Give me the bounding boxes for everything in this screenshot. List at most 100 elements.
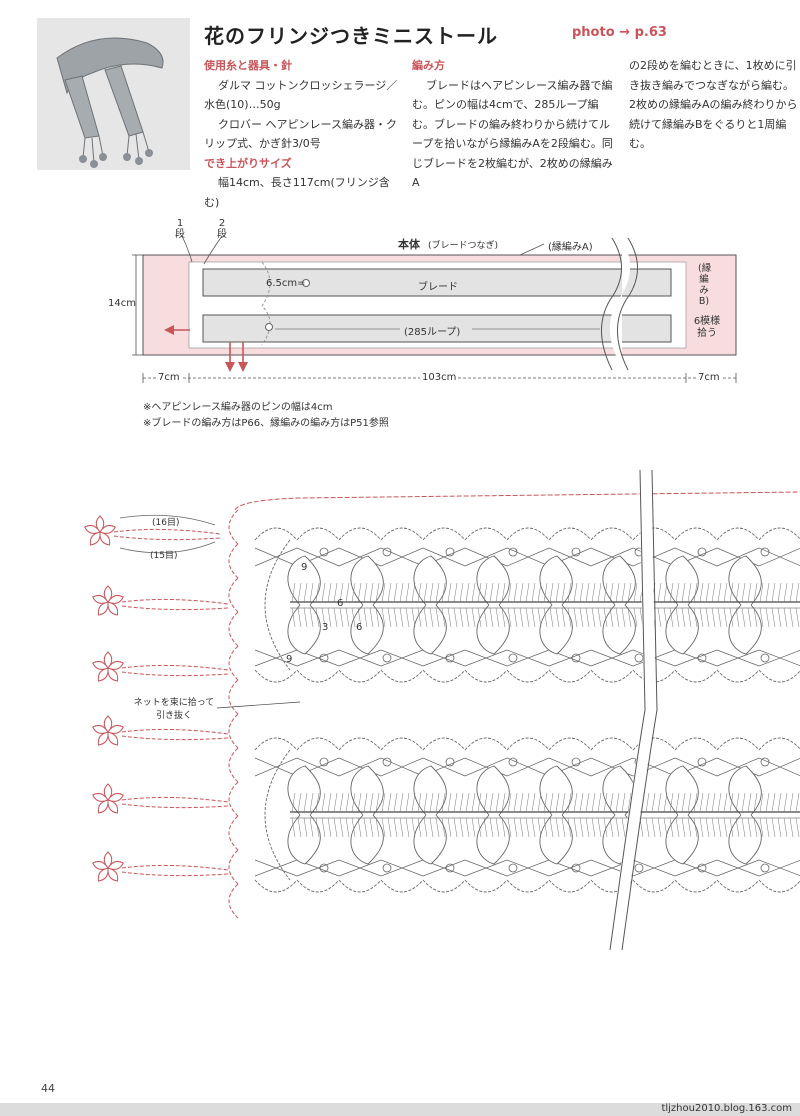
hatch-mark bbox=[309, 607, 314, 628]
net-cross bbox=[506, 547, 550, 567]
net-arc bbox=[338, 527, 382, 541]
stitch-knot bbox=[571, 653, 581, 663]
scarf-photo bbox=[37, 18, 190, 170]
fringe-chain bbox=[121, 728, 229, 735]
hatch-mark bbox=[711, 582, 716, 603]
hatch-mark bbox=[753, 817, 758, 838]
braid-loop-upper bbox=[287, 555, 321, 606]
hatch-mark bbox=[525, 817, 530, 838]
hatch-mark bbox=[495, 817, 500, 838]
net-arc bbox=[506, 737, 550, 751]
hatch-mark bbox=[549, 582, 554, 603]
hatch-mark bbox=[765, 607, 770, 628]
net-arc bbox=[716, 527, 760, 541]
hatch-mark bbox=[513, 792, 518, 813]
hatch-mark bbox=[303, 817, 308, 838]
hatch-mark bbox=[501, 817, 506, 838]
hatch-mark bbox=[417, 817, 422, 838]
hatch-mark bbox=[309, 582, 314, 603]
hatch-mark bbox=[705, 817, 710, 838]
hatch-mark bbox=[513, 582, 518, 603]
hatch-mark bbox=[549, 817, 554, 838]
net-arc bbox=[254, 879, 298, 893]
net-callout: ネットを束に拾って引き抜く bbox=[133, 698, 215, 721]
hatch-mark bbox=[513, 817, 518, 838]
hatch-mark bbox=[609, 607, 614, 628]
stitch-knot bbox=[697, 653, 707, 663]
hatch-mark bbox=[417, 792, 422, 813]
hatch-mark bbox=[345, 792, 350, 813]
hatch-mark bbox=[297, 792, 302, 813]
hatch-mark bbox=[615, 817, 620, 838]
stitch-knot bbox=[508, 757, 518, 767]
net-arc bbox=[422, 527, 466, 541]
net-arc bbox=[338, 669, 382, 683]
hatch-mark bbox=[447, 817, 452, 838]
braid-loop-upper bbox=[728, 765, 762, 816]
hatch-mark bbox=[315, 792, 320, 813]
hatch-mark bbox=[291, 792, 296, 813]
flower-motif bbox=[92, 715, 124, 746]
hatch-mark bbox=[393, 607, 398, 628]
right-dim-label: 7cm bbox=[696, 372, 722, 383]
chart-break-right bbox=[621, 470, 658, 950]
net-arc bbox=[548, 737, 592, 751]
hatch-mark bbox=[579, 792, 584, 813]
hatch-mark bbox=[789, 607, 794, 628]
hatch-mark bbox=[375, 817, 380, 838]
hatch-mark bbox=[651, 792, 656, 813]
hatch-mark bbox=[573, 607, 578, 628]
hatch-mark bbox=[465, 817, 470, 838]
hatch-mark bbox=[375, 792, 380, 813]
hatch-mark bbox=[585, 792, 590, 813]
net-arc bbox=[590, 527, 634, 541]
hatch-mark bbox=[345, 582, 350, 603]
flower-motif bbox=[84, 515, 116, 546]
row1-pointer bbox=[181, 235, 193, 263]
braid-loop-lower bbox=[728, 604, 762, 655]
hatch-mark bbox=[531, 607, 536, 628]
hatch-mark bbox=[585, 817, 590, 838]
edge-b-scallop bbox=[228, 679, 239, 715]
stitch-knot bbox=[445, 547, 455, 557]
hatch-mark bbox=[729, 607, 734, 628]
break-gap bbox=[609, 240, 631, 368]
hatch-mark bbox=[567, 817, 572, 838]
page-title: 花のフリンジつきミニストール bbox=[204, 24, 498, 48]
hatch-mark bbox=[417, 607, 422, 628]
stitch-knot bbox=[760, 863, 770, 873]
row2-label: 2段 bbox=[217, 218, 227, 240]
edge-a-label: (縁編みA) bbox=[548, 242, 593, 253]
hatch-mark bbox=[693, 582, 698, 603]
note-references: ※ブレードの編み方はP66、縁編みの編み方はP51参照 bbox=[143, 418, 389, 429]
hatch-mark bbox=[549, 607, 554, 628]
hatch-mark bbox=[327, 607, 332, 628]
hatch-mark bbox=[483, 792, 488, 813]
hatch-mark bbox=[543, 792, 548, 813]
materials-yarn: ダルマ コットンクロッシェラージ／水色(10)…50g bbox=[204, 78, 398, 112]
net-cross bbox=[716, 649, 760, 667]
method-continued-text: の2段めを編むときに、1枚めに引き抜き編みでつなぎながら編む。2枚めの縁編みAの… bbox=[629, 59, 798, 150]
hatch-mark bbox=[489, 792, 494, 813]
hatch-mark bbox=[453, 607, 458, 628]
hatch-mark bbox=[681, 817, 686, 838]
hatch-mark bbox=[315, 607, 320, 628]
net-arc bbox=[296, 669, 340, 683]
net-cross bbox=[590, 649, 634, 667]
net-cross bbox=[758, 859, 800, 877]
net-arc bbox=[674, 737, 718, 751]
row16-label: (16目) bbox=[152, 518, 180, 528]
row16-bracket bbox=[119, 514, 216, 526]
arrow-head-down-1 bbox=[225, 362, 235, 372]
chart-break-gap bbox=[609, 470, 657, 950]
hatch-mark bbox=[357, 582, 362, 603]
edge-b-scallop bbox=[228, 611, 239, 647]
hatch-mark bbox=[681, 582, 686, 603]
braid-loop-upper bbox=[287, 765, 321, 816]
hatch-mark bbox=[651, 817, 656, 838]
flower-motif bbox=[92, 783, 124, 814]
hatch-mark bbox=[711, 817, 716, 838]
net-cross bbox=[254, 859, 298, 877]
hatch-mark bbox=[291, 607, 296, 628]
hatch-mark bbox=[759, 582, 764, 603]
